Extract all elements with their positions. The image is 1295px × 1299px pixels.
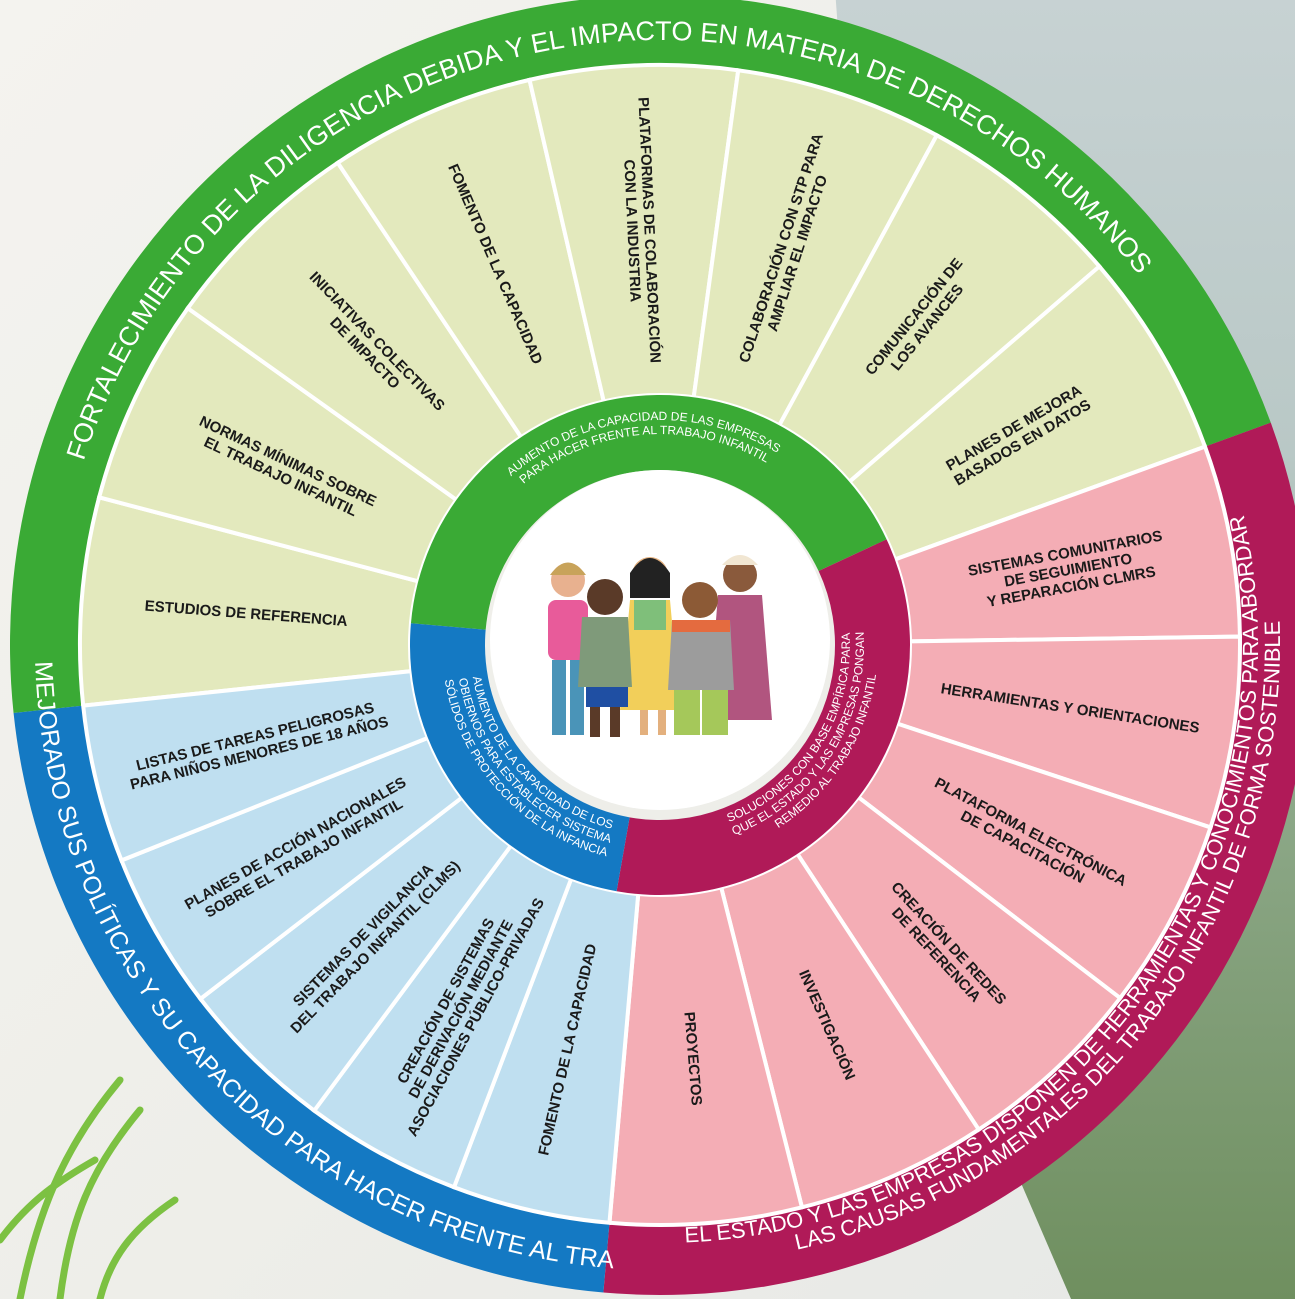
children-group-illustration	[548, 555, 772, 737]
inner-ring-green	[410, 395, 887, 630]
outer-ring-magenta	[603, 422, 1295, 1295]
inner-ring-magenta	[616, 539, 910, 896]
grass-leaves-icon	[0, 1076, 179, 1299]
outer-ring-blue	[13, 705, 610, 1293]
wheel	[10, 0, 1295, 1295]
inner-ring-blue	[410, 623, 630, 892]
